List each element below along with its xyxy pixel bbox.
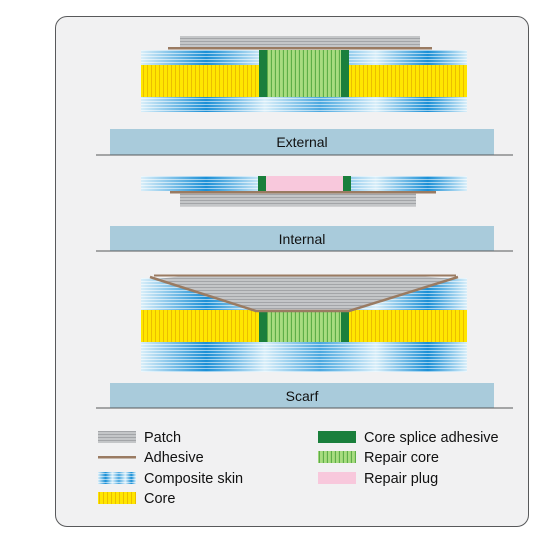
legend-label-composite-skin: Composite skin xyxy=(144,471,243,487)
legend: Patch Adhesive Composite skin Core Core … xyxy=(98,430,499,507)
legend-label-repair-plug: Repair plug xyxy=(364,471,438,487)
core-swatch xyxy=(98,492,136,504)
internal-repair-diagram: Internal xyxy=(96,176,513,252)
external-patch xyxy=(180,36,420,48)
internal-core-splice-left xyxy=(258,176,266,191)
scarf-patch xyxy=(158,276,452,310)
internal-label: Internal xyxy=(279,231,326,247)
internal-core-splice-right xyxy=(343,176,351,191)
legend-label-patch: Patch xyxy=(144,430,181,446)
external-label-band xyxy=(110,129,494,155)
external-core-splice-left xyxy=(259,50,267,97)
external-adhesive xyxy=(168,47,432,50)
external-lower-skin xyxy=(141,97,467,112)
legend-label-core: Core xyxy=(144,491,175,507)
legend-item-patch: Patch xyxy=(98,430,181,446)
internal-patch xyxy=(180,193,416,207)
external-repair-diagram: External xyxy=(96,36,513,156)
legend-item-core-splice-adhesive: Core splice adhesive xyxy=(318,430,499,446)
external-repair-core xyxy=(267,50,341,97)
scarf-core-splice-right xyxy=(341,310,349,342)
core-splice-adhesive-swatch xyxy=(318,431,356,443)
internal-label-band xyxy=(110,226,494,251)
repair-core-swatch xyxy=(318,451,356,463)
legend-label-repair-core: Repair core xyxy=(364,450,439,466)
legend-label-core-splice-adhesive: Core splice adhesive xyxy=(364,430,499,446)
internal-repair-plug xyxy=(266,176,343,191)
internal-adhesive xyxy=(170,191,436,194)
adhesive-swatch xyxy=(98,456,136,459)
external-label: External xyxy=(276,134,327,150)
legend-item-core: Core xyxy=(98,491,175,507)
scarf-repair-diagram: Scarf xyxy=(96,274,513,409)
composite-skin-swatch-lines xyxy=(98,472,136,484)
scarf-lower-skin xyxy=(141,342,467,372)
legend-item-repair-core: Repair core xyxy=(318,450,439,466)
scarf-core-splice-left xyxy=(259,310,267,342)
external-core-splice-right xyxy=(341,50,349,97)
legend-label-adhesive: Adhesive xyxy=(144,450,204,466)
scarf-label-band xyxy=(110,383,494,408)
legend-item-adhesive: Adhesive xyxy=(98,450,204,466)
scarf-repair-core xyxy=(267,310,341,342)
scarf-label: Scarf xyxy=(286,388,319,404)
scarf-adhesive xyxy=(149,275,459,313)
legend-item-repair-plug: Repair plug xyxy=(318,471,438,487)
patch-swatch xyxy=(98,431,136,443)
repair-plug-swatch xyxy=(318,472,356,484)
legend-item-composite-skin: Composite skin xyxy=(98,471,243,487)
